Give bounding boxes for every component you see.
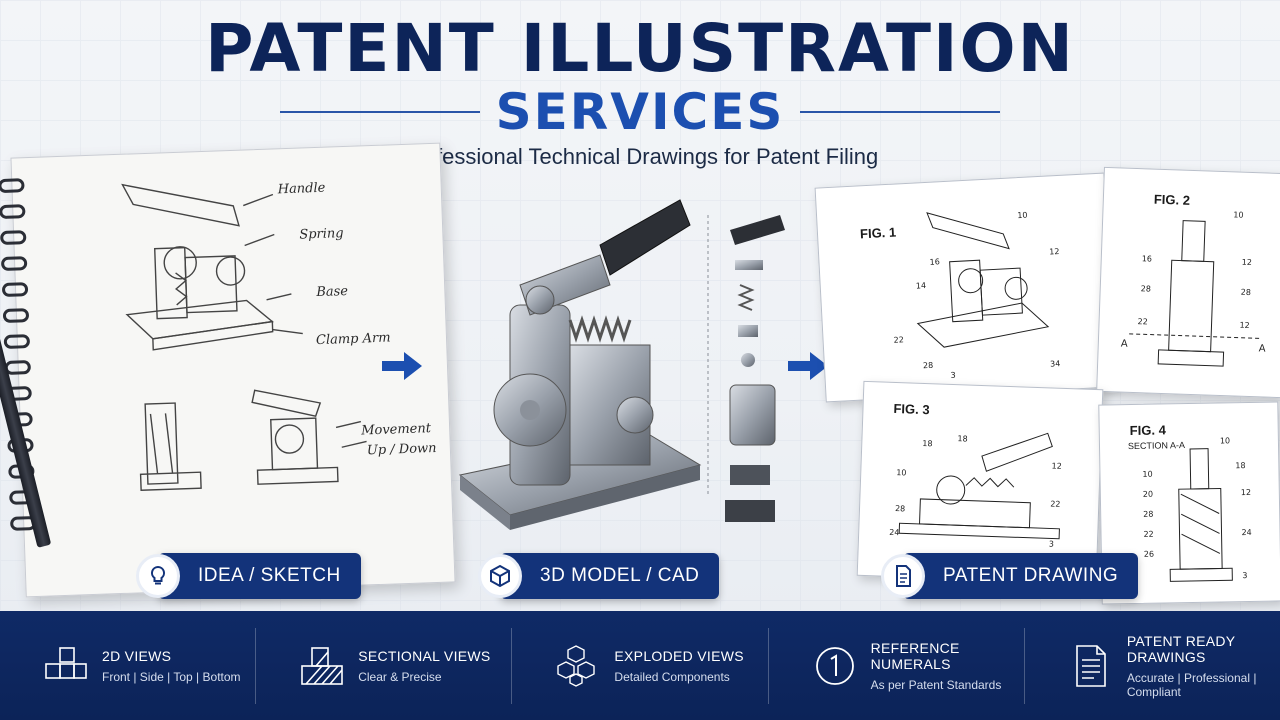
svg-text:22: 22 [893,335,904,345]
svg-text:10: 10 [1142,470,1152,479]
hatched-section-icon [301,646,344,685]
svg-text:10: 10 [896,468,906,477]
feature-desc: As per Patent Standards [870,677,1002,692]
fig3-drawing: 18 18 10 12 28 22 24 3 [889,432,1062,549]
svg-text:A: A [1259,343,1266,354]
patent-sheet-fig2: FIG. 2 10 16 12 28 22 12 28 A A [1096,166,1280,399]
note-base: Base [315,284,348,300]
feature-sectional-views: SECTIONAL VIEWS Clear & Precise [256,627,513,704]
stage-label: 3D MODEL / CAD [540,565,700,586]
svg-text:22: 22 [1137,317,1147,326]
feature-reference-numerals: REFERENCE NUMERALS As per Patent Standar… [769,627,1025,704]
note-handle: Handle [276,181,325,198]
feature-title: EXPLODED VIEWS [614,647,744,664]
svg-text:28: 28 [895,504,905,513]
svg-text:18: 18 [957,434,967,443]
svg-text:3: 3 [1049,539,1054,548]
patent-sheets-panel: FIG. 1 10 16 12 14 22 28 3 34 F [814,165,1280,605]
svg-text:18: 18 [922,439,932,448]
patent-sheet-fig1: FIG. 1 10 16 12 14 22 28 3 34 [814,172,1116,403]
page-title-services: SERVICES [495,83,785,141]
svg-text:22: 22 [1050,499,1060,508]
patent-sheet-fig3: FIG. 3 18 18 10 12 28 22 24 3 [856,380,1104,585]
clamp-3d-model [458,199,785,530]
title-rule-right [800,111,1001,113]
page-title: PATENT ILLUSTRATION [205,10,1075,87]
fig4-drawing: 10 18 10 20 12 28 22 24 26 3 [1142,436,1252,582]
features-bar: 2D VIEWS Front | Side | Top | Bottom SEC… [0,611,1280,720]
svg-text:16: 16 [929,257,940,267]
numeral-one-icon [815,646,854,685]
feature-desc: Detailed Components [614,669,730,684]
fig2-drawing: 10 16 12 28 22 12 28 A A [1121,210,1266,367]
page-subtitle: Professional Technical Drawings for Pate… [401,144,879,169]
stage-label: PATENT DRAWING [943,565,1119,586]
2d-views-icon [45,646,87,679]
feature-title: REFERENCE NUMERALS [870,639,960,672]
svg-text:26: 26 [1144,550,1154,559]
svg-text:3: 3 [1242,571,1247,580]
stage-3d-model: 3D MODEL / CAD [478,553,720,599]
svg-text:28: 28 [1143,510,1153,519]
svg-text:28: 28 [1241,288,1251,297]
patent-sheet-fig4: FIG. 4 SECTION A-A 10 18 10 20 12 28 22 … [1098,401,1280,605]
svg-text:24: 24 [889,528,899,537]
feature-title: 2D VIEWS [102,647,172,664]
svg-text:12: 12 [1241,488,1251,497]
svg-text:10: 10 [1220,436,1230,445]
svg-text:12: 12 [1051,461,1061,470]
svg-text:14: 14 [916,281,927,291]
fig1-drawing: 10 16 12 14 22 28 3 34 [893,211,1061,380]
sketchbook-panel: Handle Spring Base Clamp Arm Movement Up… [0,142,456,598]
svg-text:34: 34 [1050,359,1061,369]
feature-patent-ready: PATENT READY DRAWINGS Accurate | Profess… [1025,628,1280,704]
document-lines-icon [1076,644,1106,687]
feature-desc: Clear & Precise [358,669,442,684]
svg-text:12: 12 [1239,321,1249,330]
note-spring: Spring [299,226,344,243]
feature-desc: Front | Side | Top | Bottom [102,669,241,684]
lightbulb-icon [136,554,180,598]
clamp-sketch-drawing: Handle Spring Base Clamp Arm Movement Up… [121,181,437,492]
svg-text:16: 16 [1142,254,1152,263]
page-header: PATENT ILLUSTRATION SERVICES Professiona… [0,14,1280,170]
exploded-cubes-icon [557,644,596,687]
note-up-down: Up / Down [367,441,437,458]
stage-label: IDEA / SKETCH [198,565,341,586]
svg-text:24: 24 [1241,528,1251,537]
feature-desc: Accurate | Professional | Compliant [1126,670,1257,699]
svg-text:12: 12 [1242,258,1252,267]
svg-text:10: 10 [1233,210,1243,219]
svg-text:28: 28 [1141,284,1151,293]
note-clamp-arm: Clamp Arm [316,330,391,348]
note-movement: Movement [360,421,432,438]
stage-patent-drawing: PATENT DRAWING [881,553,1139,599]
svg-text:12: 12 [1049,247,1060,257]
svg-text:10: 10 [1017,211,1028,221]
svg-text:A: A [1121,339,1128,350]
svg-text:18: 18 [1235,461,1245,470]
svg-text:3: 3 [950,371,956,380]
stage-idea-sketch: IDEA / SKETCH [136,553,361,599]
svg-text:20: 20 [1143,490,1153,499]
feature-title: PATENT READY DRAWINGS [1126,632,1236,665]
title-rule-left [279,111,480,113]
arrow-right-icon [788,352,828,380]
document-icon [881,554,925,598]
arrow-right-icon [382,352,422,380]
feature-2d-views: 2D VIEWS Front | Side | Top | Bottom [0,627,257,704]
feature-exploded-views: EXPLODED VIEWS Detailed Components [512,627,769,704]
cad-model-panel [450,175,810,565]
cube-icon [478,554,522,598]
svg-text:28: 28 [923,361,934,371]
feature-title: SECTIONAL VIEWS [358,647,491,664]
title-line2-row: SERVICES [0,84,1280,140]
svg-text:22: 22 [1143,530,1153,539]
